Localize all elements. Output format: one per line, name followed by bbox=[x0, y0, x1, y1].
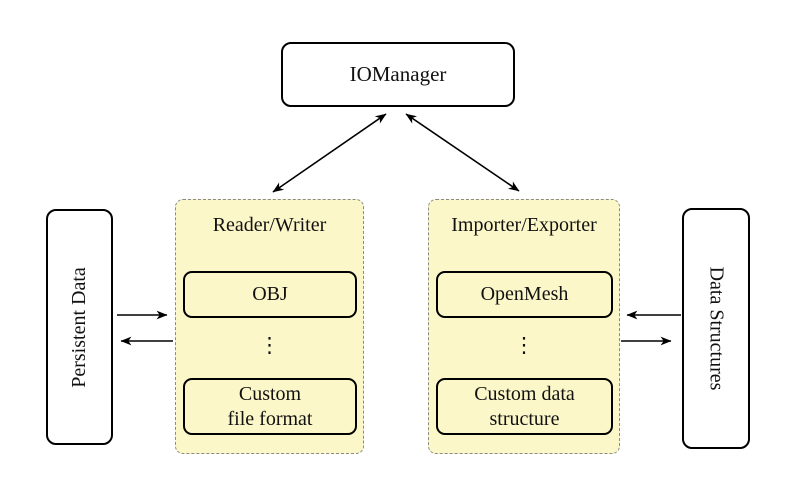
persistent-data-label: Persistent Data bbox=[68, 266, 90, 388]
arrow-iomanager-importerexporter bbox=[405, 113, 520, 192]
custom-data-structure-line2: structure bbox=[489, 407, 560, 430]
arrow-iomanager-readerwriter bbox=[272, 113, 387, 193]
importer-exporter-ellipsis: ⋮ bbox=[513, 333, 535, 357]
openmesh-box: OpenMesh bbox=[436, 271, 613, 318]
reader-writer-group: Reader/Writer OBJ ⋮ Custom file format bbox=[175, 199, 364, 454]
importer-exporter-title: Importer/Exporter bbox=[451, 214, 597, 236]
iomanager-box: IOManager bbox=[281, 42, 515, 107]
data-structures-box: Data Structures bbox=[682, 208, 750, 449]
custom-file-format-line2: file format bbox=[227, 407, 313, 430]
custom-file-format-box: Custom file format bbox=[183, 378, 357, 435]
custom-data-structure-box: Custom data structure bbox=[436, 378, 613, 435]
obj-label: OBJ bbox=[252, 283, 288, 305]
reader-writer-title: Reader/Writer bbox=[212, 214, 327, 236]
iomanager-label: IOManager bbox=[349, 62, 447, 86]
openmesh-label: OpenMesh bbox=[480, 283, 569, 305]
custom-file-format-line1: Custom bbox=[238, 382, 302, 405]
importer-exporter-group: Importer/Exporter OpenMesh ⋮ Custom data… bbox=[428, 199, 620, 454]
obj-box: OBJ bbox=[183, 271, 357, 318]
reader-writer-ellipsis: ⋮ bbox=[259, 333, 280, 357]
data-structures-label: Data Structures bbox=[705, 266, 728, 391]
persistent-data-box: Persistent Data bbox=[46, 209, 113, 445]
custom-data-structure-line1: Custom data bbox=[474, 382, 575, 405]
